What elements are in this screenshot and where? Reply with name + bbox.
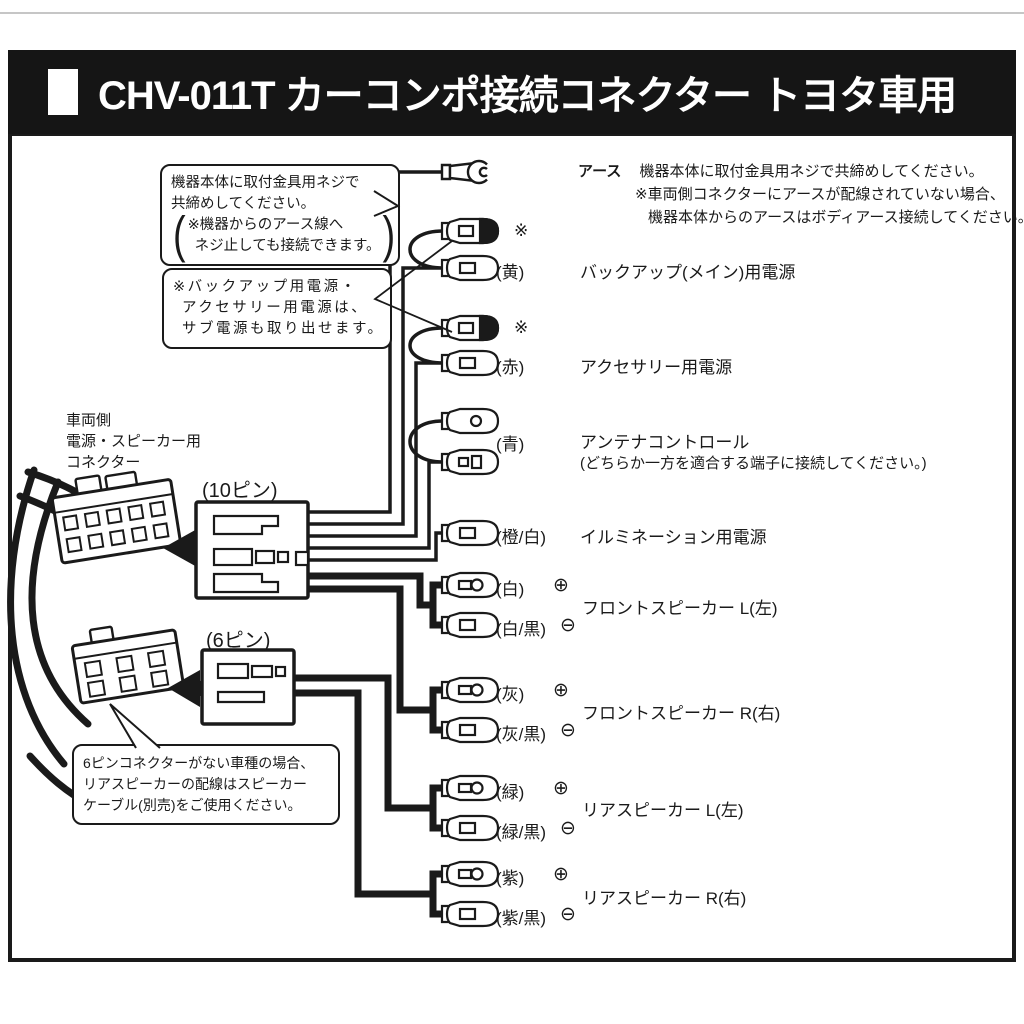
accessory-label: アクセサリー用電源 (580, 358, 733, 377)
backup-sub-mark: ※ (514, 221, 529, 240)
vehicle-side-label-line2: 電源・スピーカー用 (66, 433, 202, 450)
paren-open: ( (173, 207, 186, 265)
front-left-plus-sign: ⊕ (553, 575, 569, 596)
ground-desc-line3: 機器本体からのアースはボディアース接続してください。 (648, 209, 1024, 226)
callout-sub-power-note-line3: サブ電源も取り出せます。 (182, 321, 385, 337)
front-right-plus-sign: ⊕ (553, 680, 569, 701)
vehicle-side-label-line3: コネクター (66, 454, 141, 471)
antenna-color: (青) (496, 435, 525, 454)
callout-sub-power-note-line1: ※バックアップ用電源・ (173, 279, 358, 295)
callout-6pin-note: 6ピンコネクターがない車種の場合、 リアスピーカーの配線はスピーカー ケーブル(… (72, 744, 340, 825)
illumination-label: イルミネーション用電源 (580, 528, 767, 547)
accessory-color: (赤) (496, 358, 525, 377)
ground-desc-line1: 機器本体に取付金具用ネジで共締めしてください。 (639, 163, 984, 180)
callout-6pin-note-line2: リアスピーカーの配線はスピーカー (83, 776, 307, 792)
rear-left-minus-color: (緑/黒) (496, 823, 547, 842)
rear-left-label: リアスピーカー L(左) (582, 801, 744, 820)
rear-right-plus-sign: ⊕ (553, 864, 569, 885)
antenna-note: (どちらか一方を適合する端子に接続してください。) (580, 455, 927, 472)
label-10pin: (10ピン) (202, 480, 278, 502)
front-right-minus-sign: ⊖ (560, 720, 576, 741)
callout-ground-note-paren-line1: ※機器からのアース線へ (187, 217, 344, 233)
rear-right-plus-color: (紫) (496, 869, 525, 888)
backup-label: バックアップ(メイン)用電源 (580, 263, 796, 282)
front-left-minus-sign: ⊖ (560, 615, 576, 636)
rear-left-plus-sign: ⊕ (553, 778, 569, 799)
top-rule (0, 12, 1024, 14)
header-bar: CHV-011T カーコンポ接続コネクター トヨタ車用 (8, 50, 1016, 134)
callout-6pin-note-line1: 6ピンコネクターがない車種の場合、 (83, 755, 315, 771)
callout-ground-note-line2: 共締めしてください。 (171, 196, 316, 212)
front-right-plus-color: (灰) (496, 685, 525, 704)
vehicle-side-label: 車両側 電源・スピーカー用 コネクター (66, 410, 201, 473)
header-bullet-icon (48, 69, 78, 115)
front-left-plus-color: (白) (496, 580, 525, 599)
front-left-minus-color: (白/黒) (496, 620, 547, 639)
ground-description: アース 機器本体に取付金具用ネジで共締めしてください。 ※車両側コネクターにアー… (578, 160, 1024, 229)
rear-right-minus-sign: ⊖ (560, 904, 576, 925)
rear-right-minus-color: (紫/黒) (496, 909, 547, 928)
callout-sub-power-note-line2: アクセサリー用電源は、 (182, 300, 369, 316)
header-title: CHV-011T カーコンポ接続コネクター トヨタ車用 (98, 74, 957, 118)
accessory-sub-mark: ※ (514, 318, 529, 337)
callout-ground-note: 機器本体に取付金具用ネジで 共締めしてください。 ( ※機器からのアース線へ ネ… (160, 164, 400, 266)
label-6pin: (6ピン) (206, 630, 271, 652)
vehicle-side-label-line1: 車両側 (66, 412, 112, 429)
callout-ground-note-paren-line2: ネジ止しても接続できます。 (194, 238, 381, 254)
rear-right-label: リアスピーカー R(右) (582, 889, 747, 908)
front-right-label: フロントスピーカー R(右) (582, 704, 781, 723)
rear-left-plus-color: (緑) (496, 783, 525, 802)
front-left-label: フロントスピーカー L(左) (582, 599, 778, 618)
front-right-minus-color: (灰/黒) (496, 725, 547, 744)
callout-sub-power-note: ※バックアップ用電源・ アクセサリー用電源は、 サブ電源も取り出せます。 (162, 268, 392, 349)
paren-close: ) (382, 207, 396, 265)
antenna-label: アンテナコントロール (580, 433, 750, 452)
ground-desc-line2: ※車両側コネクターにアースが配線されていない場合、 (635, 186, 1005, 203)
callout-ground-note-line1: 機器本体に取付金具用ネジで (171, 175, 360, 191)
ground-name: アース (578, 163, 622, 180)
backup-color: (黄) (496, 263, 525, 282)
illumination-color: (橙/白) (496, 528, 547, 547)
rear-left-minus-sign: ⊖ (560, 818, 576, 839)
callout-6pin-note-line3: ケーブル(別売)をご使用ください。 (83, 797, 302, 813)
